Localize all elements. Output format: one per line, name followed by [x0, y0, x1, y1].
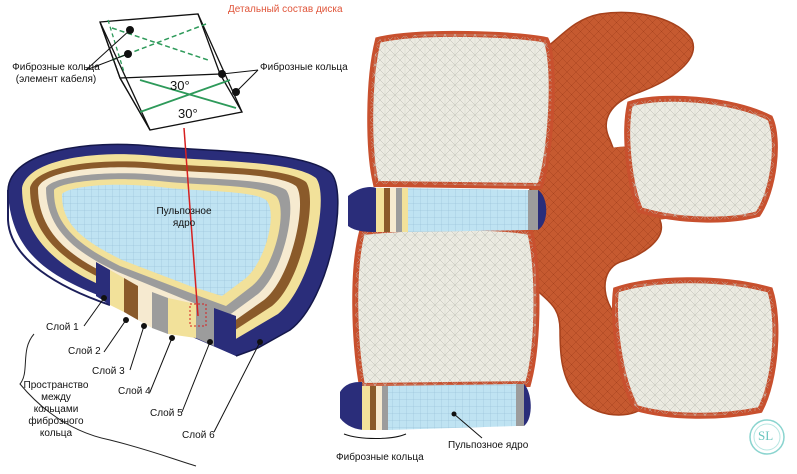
layer-3-label: Слой 3 — [92, 366, 125, 377]
space-label-line4: фиброзного — [28, 416, 84, 427]
fiber-cube-element — [99, 13, 244, 131]
fibrous-rings-bottom-label: Фиброзные кольца — [336, 452, 424, 463]
nucleus-left-label-line1: Пульпозное — [156, 206, 212, 217]
nucleus-left-label-line2: ядро — [172, 218, 196, 229]
sl-logo — [749, 419, 785, 455]
layer-4-label: Слой 4 — [118, 386, 151, 397]
disc-model — [7, 127, 339, 357]
layer-5-label: Слой 5 — [150, 408, 183, 419]
diagram-title: Детальный состав диска — [228, 4, 343, 15]
space-brace — [19, 333, 197, 467]
layer-1-label: Слой 1 — [46, 322, 79, 333]
fibrous-rings-top-label: Фиброзные кольца — [260, 62, 348, 73]
space-label-line3: кольцами — [33, 404, 79, 415]
fibrous-cable-label-line2: (элемент кабеля) — [15, 74, 97, 85]
fibrous-cable-label: Фиброзные кольца (элемент кабеля) — [6, 62, 106, 86]
sl-logo-text: SL — [758, 428, 774, 443]
space-label-line5: кольца — [39, 428, 73, 439]
space-label-line1: Пространство — [23, 380, 89, 391]
nucleus-right-label: Пульпозное ядро — [448, 440, 529, 451]
pointer-lines — [85, 29, 259, 93]
lower-disc — [340, 382, 531, 430]
fibrous-cable-label-line1: Фиброзные кольца — [12, 62, 100, 73]
layer-2-label: Слой 2 — [68, 346, 101, 357]
layer-6-label: Слой 6 — [182, 430, 215, 441]
angle-top-label: 30° — [170, 78, 190, 93]
space-between-rings-label: Пространство между кольцами фиброзного к… — [10, 380, 102, 440]
layer-pointers — [83, 295, 263, 433]
nucleus-left-label: Пульпозное ядро — [154, 206, 214, 230]
spine-model — [340, 11, 779, 439]
upper-disc — [348, 186, 547, 232]
angle-bottom-label: 30° — [178, 106, 198, 121]
space-label-line2: между — [41, 392, 71, 403]
